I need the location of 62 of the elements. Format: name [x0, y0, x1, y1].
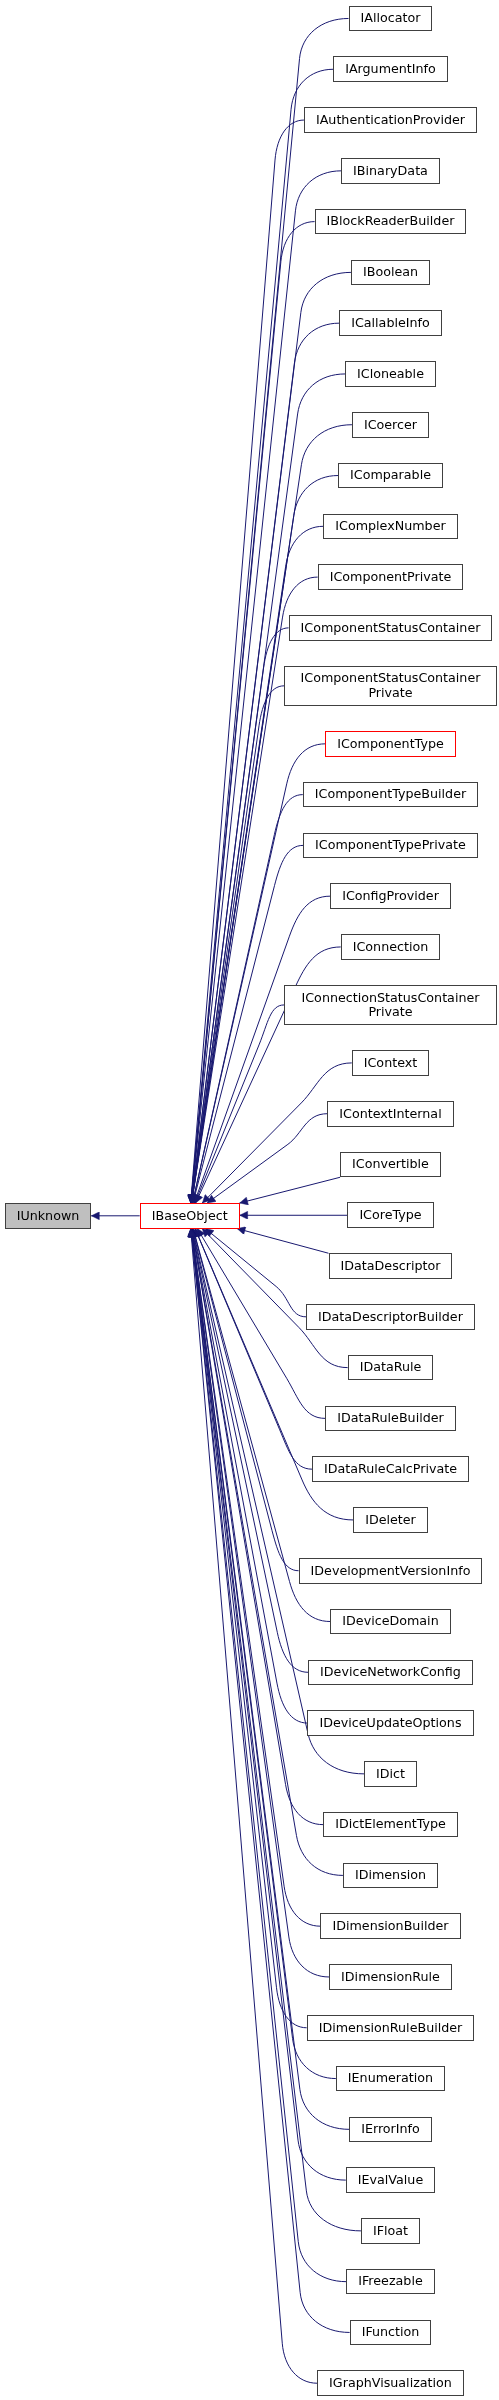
class-box: IFunction [349, 2319, 432, 2346]
class-box: IContextInternal [327, 1100, 454, 1127]
class-box: IArgumentInfo [333, 56, 448, 83]
class-box: IConnectionStatusContainer Private [284, 984, 497, 1025]
class-box: ICoreType [347, 1202, 434, 1229]
class-box: ICoercer [351, 411, 430, 438]
class-box: IDict [364, 1761, 417, 1787]
inheritance-arrow [201, 1228, 349, 1369]
inheritance-arrow [196, 1228, 326, 1419]
class-box: IComponentTypeBuilder [302, 781, 479, 808]
class-box: IDimensionRule [329, 1964, 452, 1990]
class-box: IConvertible [340, 1151, 441, 1178]
class-box: IFloat [360, 2218, 421, 2244]
class-box: IDictElementType [323, 1811, 458, 1838]
class-box: IDimensionRuleBuilder [306, 2014, 475, 2041]
inheritance-arrow [239, 1211, 348, 1220]
class-box: IDataRule [347, 1354, 434, 1381]
class-box: IAuthenticationProvider [303, 107, 478, 133]
inheritance-arrow [194, 1228, 354, 1521]
inheritance-arrow [236, 1226, 329, 1254]
class-box: IBlockReaderBuilder [314, 208, 467, 235]
class-box: IComponentPrivate [317, 564, 464, 590]
class-box: IComparable [338, 462, 443, 489]
class-box: IContext [351, 1050, 430, 1076]
class-box: IDeleter [353, 1507, 428, 1533]
class-box: IDimensionBuilder [320, 1913, 461, 1939]
inheritance-arrow [201, 1062, 353, 1204]
class-box: IConfigProvider [330, 883, 451, 909]
class-box: IEvalValue [345, 2167, 436, 2193]
class-box: IDeviceUpdateOptions [307, 1710, 474, 1736]
class-box: IAllocator [348, 5, 433, 32]
class-box: IConnection [340, 934, 441, 960]
inheritance-arrow [187, 1228, 318, 2384]
class-box: IComplexNumber [323, 513, 458, 540]
class-box: IComponentStatusContainer Private [284, 665, 497, 706]
class-box: IBaseObject [139, 1203, 240, 1229]
class-box: IComponentTypePrivate [303, 832, 478, 859]
class-box: IBinaryData [341, 158, 440, 184]
class-box: IErrorInfo [349, 2116, 432, 2143]
inheritance-arrow [90, 1211, 141, 1220]
class-box: IGraphVisualization [317, 2370, 464, 2397]
class-box: IDataRuleCalcPrivate [312, 1456, 469, 1482]
class-box: IFreezable [346, 2268, 435, 2295]
class-box: IEnumeration [335, 2065, 446, 2092]
inheritance-arrow [193, 1004, 285, 1204]
class-box: ICallableInfo [339, 310, 442, 336]
inheritance-arrow [206, 1113, 328, 1204]
class-box: IComponentStatusContainer [288, 615, 493, 641]
inheritance-arrow [204, 1228, 307, 1318]
class-box: IDeviceDomain [330, 1608, 451, 1635]
inheritance-arrow [239, 1176, 341, 1206]
inheritance-arrow [195, 946, 342, 1204]
class-box: IBoolean [350, 259, 431, 286]
class-box: IDataDescriptor [328, 1253, 453, 1279]
class-box: IDimension [342, 1862, 439, 1889]
class-box: IDataDescriptorBuilder [306, 1304, 475, 1330]
class-box: IDeviceNetworkConfig [308, 1659, 473, 1686]
class-box: IUnknown [4, 1203, 92, 1229]
class-box: IDataRuleBuilder [325, 1405, 456, 1432]
class-box: IComponentType [325, 731, 456, 757]
class-box: ICloneable [345, 361, 436, 387]
class-box: IDevelopmentVersionInfo [298, 1557, 483, 1584]
